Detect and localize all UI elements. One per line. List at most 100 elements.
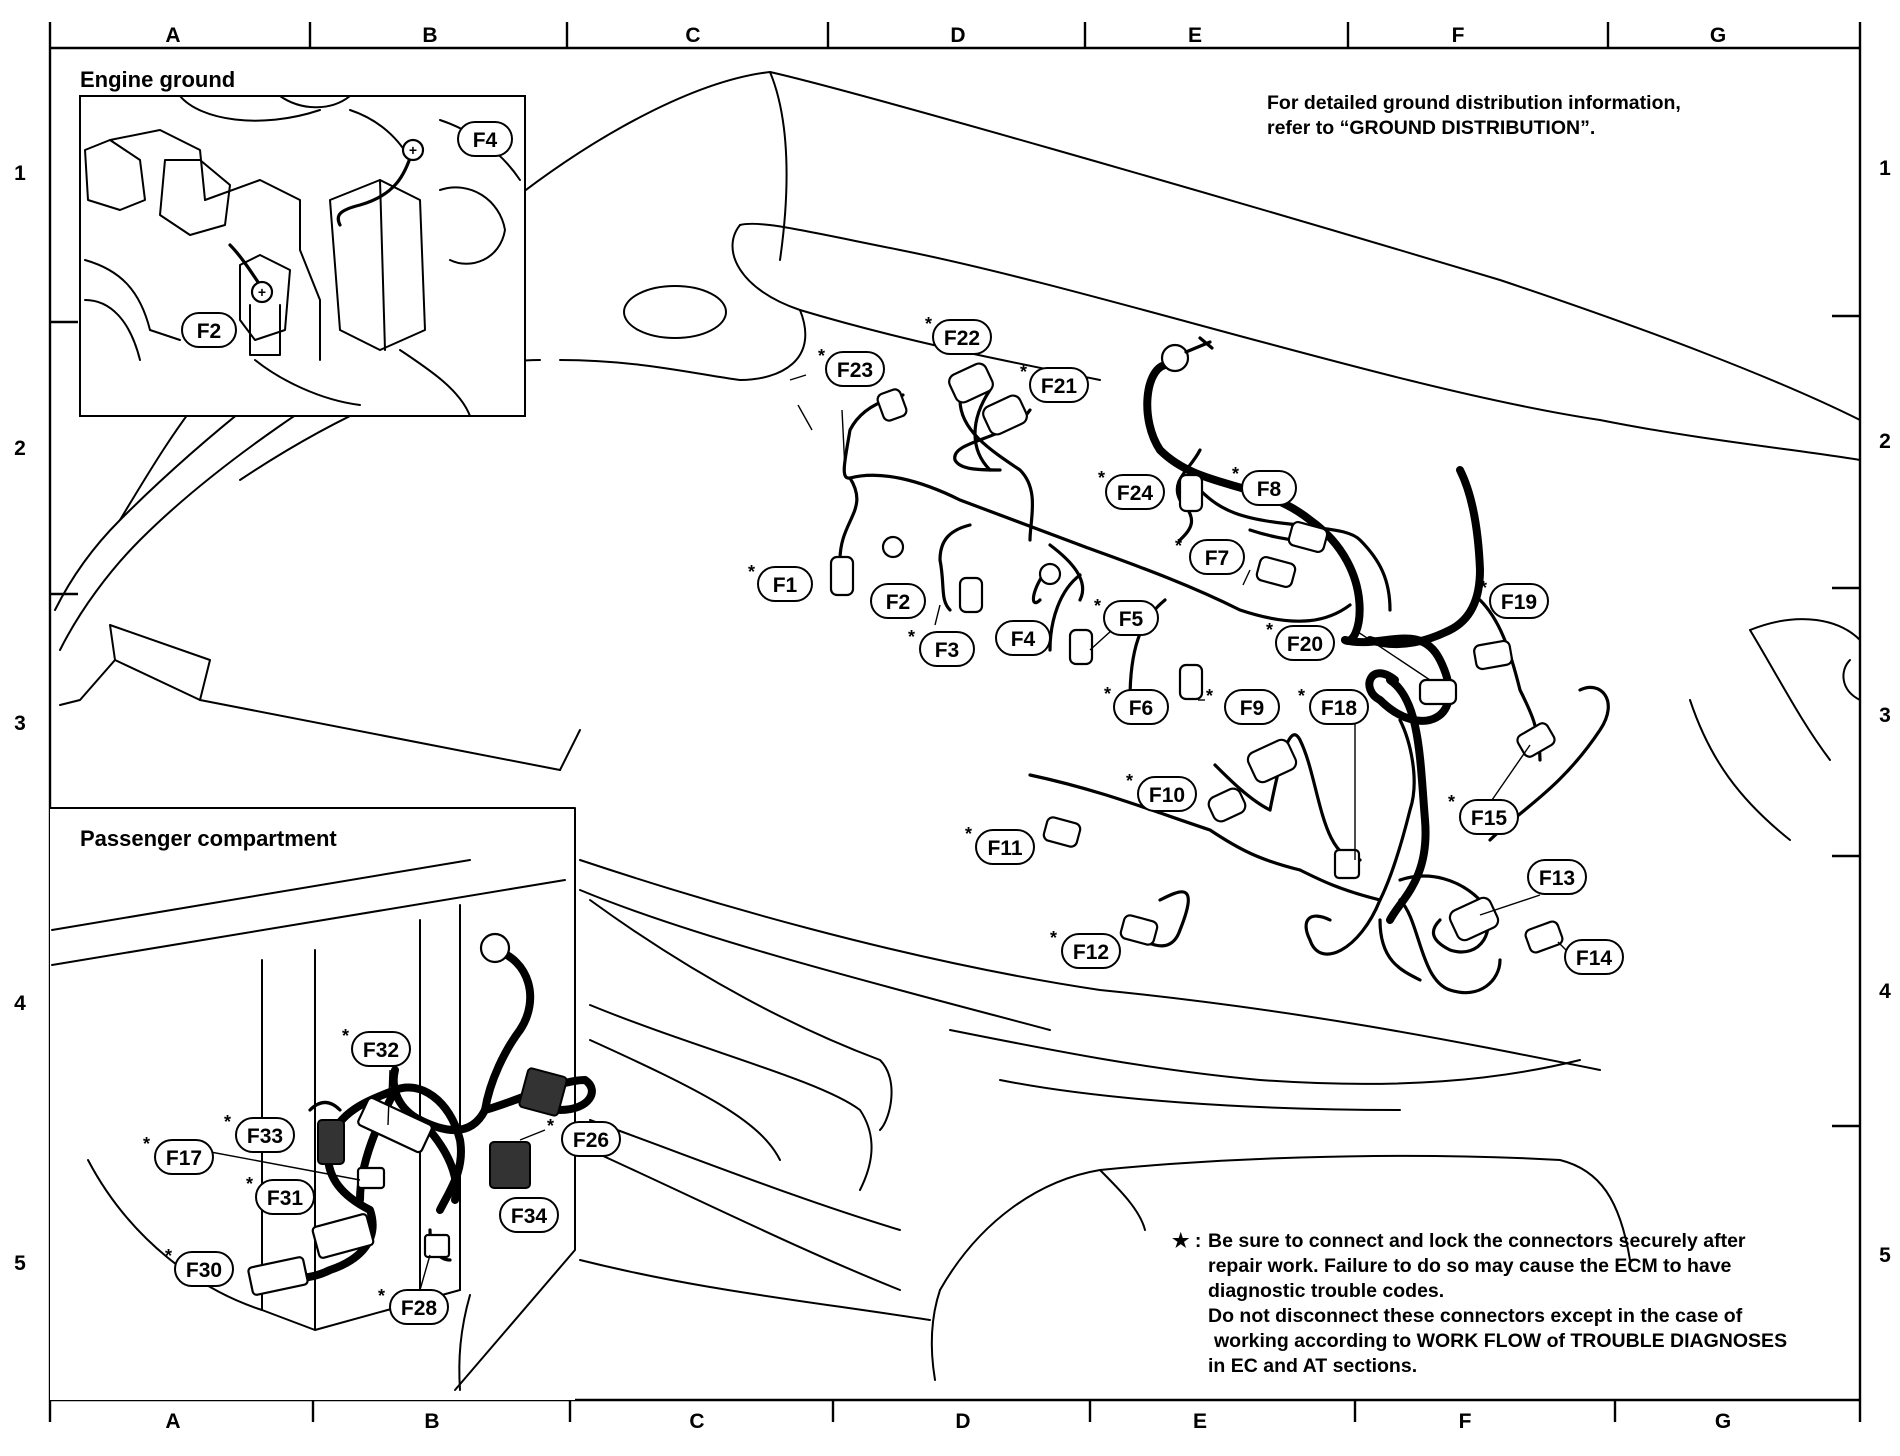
- svg-text:*: *: [1480, 578, 1487, 598]
- column-label: A: [165, 24, 180, 47]
- connector-body-f14: [1524, 920, 1564, 954]
- callout-label: F33: [247, 1125, 283, 1148]
- connector-body-f10: [1207, 787, 1247, 823]
- inset-title: Passenger compartment: [80, 826, 337, 851]
- callout-inset-f2: F2: [181, 312, 237, 348]
- callout-label: F15: [1471, 807, 1508, 830]
- column-labels-top: A B C D E F G: [165, 24, 1726, 47]
- connector-body-f33: [317, 1119, 345, 1165]
- connector-body-f18: [1333, 848, 1361, 880]
- callout-label: F5: [1119, 608, 1144, 631]
- connector-body-f23: [876, 388, 908, 422]
- callout-f11: *F11: [965, 824, 1035, 865]
- callout-f18: * F18: [1298, 686, 1369, 725]
- callout-label: F8: [1257, 478, 1282, 501]
- callout-label: F32: [363, 1039, 399, 1062]
- note-line: refer to “GROUND DISTRIBUTION”.: [1267, 117, 1595, 139]
- callout-label: F4: [1011, 628, 1036, 651]
- callout-f10: * F10: [1126, 771, 1197, 812]
- row-labels: 1 2 3 4 5 1 2 3 4 5: [14, 157, 1891, 1275]
- grommet: [479, 932, 511, 964]
- svg-text:*: *: [1448, 792, 1455, 812]
- callout-label: F17: [166, 1147, 202, 1170]
- connector-body-f22: [948, 362, 994, 404]
- svg-text:*: *: [1232, 464, 1239, 484]
- callout-f7: * F7: [1175, 536, 1245, 575]
- column-label: B: [422, 24, 437, 47]
- inset-title: Engine ground: [80, 67, 235, 92]
- column-label: E: [1193, 1410, 1207, 1433]
- callout-label: F19: [1501, 591, 1537, 614]
- row-label: 4: [1879, 980, 1891, 1003]
- callout-label: F9: [1240, 697, 1265, 720]
- callout-label: F18: [1321, 697, 1358, 720]
- callout-label: F22: [944, 327, 980, 350]
- connector-body-f24: [1178, 473, 1204, 513]
- connector-body-f7: [1255, 555, 1297, 589]
- passenger-compartment-inset: Passenger compartment: [49, 807, 596, 1400]
- row-label: 2: [1879, 430, 1891, 453]
- connector-body-f4: [1038, 562, 1062, 586]
- column-label: D: [955, 1410, 970, 1433]
- column-label: G: [1710, 24, 1726, 47]
- svg-text:*: *: [1298, 686, 1305, 706]
- row-label: 5: [1879, 1244, 1891, 1267]
- row-label: 1: [1879, 157, 1891, 180]
- column-label: F: [1459, 1410, 1472, 1433]
- callout-f6: *F6: [1104, 684, 1169, 725]
- callout-inset-f4: F4: [457, 121, 513, 157]
- callout-label: F20: [1287, 633, 1323, 656]
- callout-label: F4: [473, 129, 498, 152]
- callout-label: F30: [186, 1259, 222, 1282]
- column-label: G: [1715, 1410, 1731, 1433]
- svg-text:*: *: [1206, 686, 1213, 706]
- svg-text:*: *: [1126, 771, 1133, 791]
- callout-label: F7: [1205, 547, 1230, 570]
- callout-label: F11: [987, 837, 1022, 860]
- footnote-line: working according to WORK FLOW of TROUBL…: [1213, 1330, 1787, 1352]
- callout-f21: *F21: [1020, 362, 1089, 403]
- callout-label: F26: [573, 1129, 609, 1152]
- svg-text:*: *: [143, 1134, 150, 1154]
- svg-text:*: *: [246, 1174, 253, 1194]
- oval-cutout: [623, 285, 727, 339]
- column-label: E: [1188, 24, 1202, 47]
- svg-text:*: *: [224, 1112, 231, 1132]
- callout-f22: * F22: [925, 314, 992, 355]
- callout-f20: * F20: [1266, 620, 1335, 661]
- column-label: C: [685, 24, 700, 47]
- footnote-line: Be sure to connect and lock the connecto…: [1208, 1230, 1746, 1252]
- connector-body-f15: [1516, 722, 1556, 758]
- callout-label: F10: [1149, 784, 1185, 807]
- connector-body-f31: [247, 1256, 309, 1296]
- svg-text:*: *: [925, 314, 932, 334]
- callout-f5: *F5: [1094, 596, 1159, 636]
- callout-label: F13: [1539, 867, 1575, 890]
- callout-label: F1: [773, 574, 798, 597]
- callout-label: F2: [886, 591, 911, 614]
- column-labels-bottom: A B C D E F G: [165, 1410, 1731, 1433]
- engine-room-harness: [789, 336, 1610, 995]
- callout-label: F21: [1041, 375, 1078, 398]
- callout-label: F6: [1129, 697, 1154, 720]
- connector-body-f17: [356, 1166, 386, 1190]
- connector-body-f3: [958, 576, 984, 614]
- svg-text:*: *: [748, 562, 755, 582]
- connector-body-f13: [1448, 896, 1500, 942]
- connector-body-f21: [982, 394, 1028, 436]
- callout-f12: *F12: [1050, 928, 1121, 969]
- callout-label: F14: [1576, 947, 1613, 970]
- callout-label: F28: [401, 1297, 438, 1320]
- callout-f13: F13: [1527, 859, 1587, 895]
- svg-text:*: *: [378, 1286, 385, 1306]
- connector-body-f28: [423, 1233, 451, 1259]
- footnote-line: Do not disconnect these connectors excep…: [1208, 1305, 1743, 1327]
- svg-text:*: *: [1175, 536, 1182, 556]
- callout-label: F24: [1117, 482, 1154, 505]
- callout-label: F3: [935, 639, 960, 662]
- callout-f24: *F24: [1098, 468, 1165, 510]
- callout-f14: F14: [1564, 939, 1624, 975]
- connector-body-f8: [1287, 520, 1329, 554]
- svg-text:*: *: [1266, 620, 1273, 640]
- connector-body-f11: [1042, 816, 1082, 848]
